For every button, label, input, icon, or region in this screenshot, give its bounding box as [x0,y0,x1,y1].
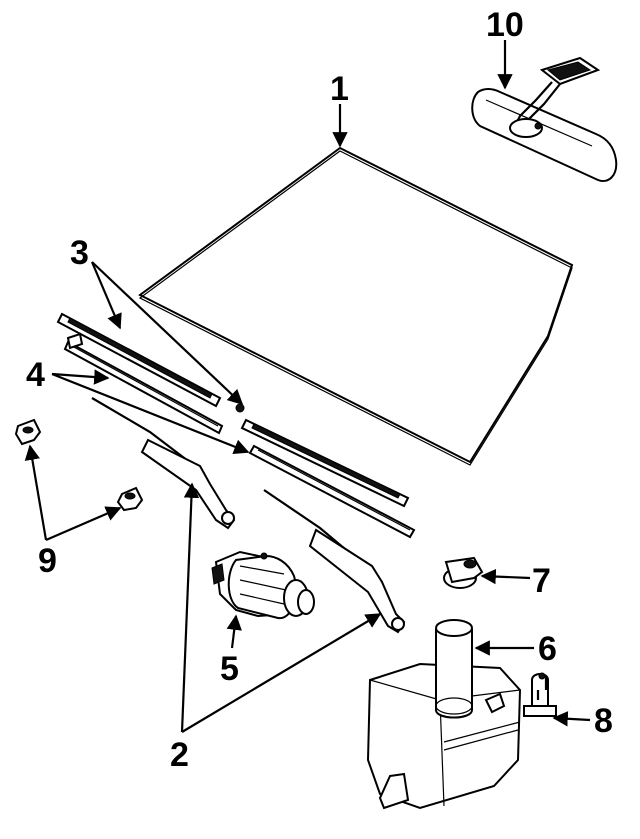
callout-4: 4 [26,356,45,394]
rearview-mirror [471,56,618,182]
washer-nozzle-lower [116,486,144,512]
wiper-motor [211,550,315,620]
callout-9: 9 [38,542,57,580]
callout-7: 7 [532,562,551,600]
washer-pump [523,672,557,717]
windshield [138,146,574,466]
wiper-blade-left [56,312,222,408]
wiper-arm-right [263,489,406,634]
washer-reservoir [366,619,522,810]
callout-10: 10 [486,6,524,44]
callout-5: 5 [220,650,239,688]
leader-lines [24,40,591,733]
blade-insert-left [63,332,224,435]
callout-1: 1 [330,70,349,108]
washer-nozzle-upper [14,418,42,446]
grommet [443,556,484,589]
callout-2: 2 [170,736,189,774]
callout-6: 6 [538,630,557,668]
blade-insert-right [248,444,416,539]
callout-3: 3 [70,234,89,272]
callout-8: 8 [594,702,613,740]
wiper-blade-right [235,403,410,508]
